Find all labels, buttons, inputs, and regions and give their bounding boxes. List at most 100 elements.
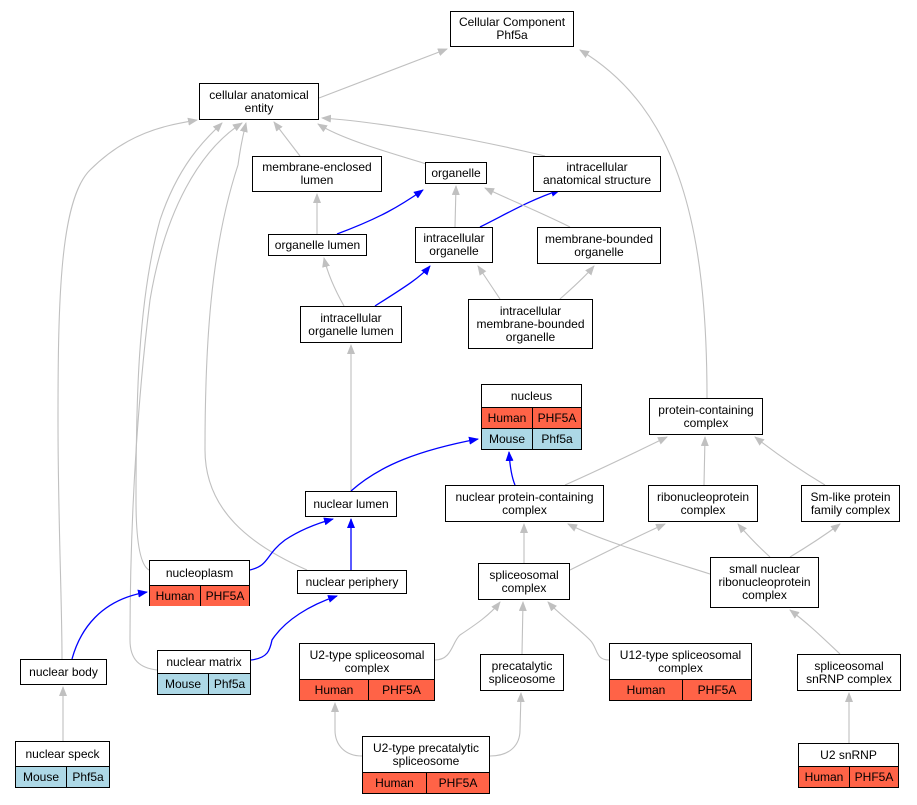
species-label: Human bbox=[375, 775, 414, 790]
species-label: Human bbox=[487, 410, 527, 425]
node-label: nucleus bbox=[510, 388, 553, 403]
node-label: U2 snRNP bbox=[820, 747, 877, 762]
node-intracellular-membrane-bounded-organelle: intracellular membrane-bounded organelle bbox=[468, 299, 593, 349]
node-label: U2-type spliceosomal complex bbox=[309, 647, 425, 675]
edge-is-a-spl-to-rnp bbox=[569, 523, 666, 571]
node-spliceosomal-complex: spliceosomal complex bbox=[478, 563, 570, 600]
species-label: Human bbox=[314, 682, 354, 697]
node-nuclear-matrix: nuclear matrix Mouse Phf5a bbox=[157, 650, 251, 695]
node-label: membrane-bounded organelle bbox=[544, 231, 654, 259]
node-organelle-lumen: organelle lumen bbox=[268, 234, 367, 256]
edge-is-a-imbo-to-mbo bbox=[559, 265, 595, 300]
edge-is-a-snrnp-to-rnp bbox=[737, 523, 771, 558]
gene-label: PHF5A bbox=[426, 773, 489, 793]
species-label: Mouse bbox=[164, 676, 202, 691]
node-nuclear-periphery: nuclear periphery bbox=[297, 570, 407, 594]
annotation-row-human: Human PHF5A bbox=[610, 679, 751, 700]
node-nuclear-lumen: nuclear lumen bbox=[305, 491, 397, 517]
node-ribonucleoprotein-complex: ribonucleoprotein complex bbox=[648, 485, 758, 522]
edge-is-a-smlike-to-pcc bbox=[754, 436, 826, 486]
annotation-row-human: Human PHF5A bbox=[482, 407, 581, 428]
edge-part-of-iol-to-io bbox=[374, 265, 431, 307]
edge-is-a-mel-to-cae bbox=[273, 121, 301, 157]
node-sm-like-protein-family-complex: Sm-like protein family complex bbox=[801, 485, 900, 522]
node-spliceosomal-snrnp-complex: spliceosomal snRNP complex bbox=[797, 654, 901, 691]
edge-is-a-nm-to-cae bbox=[129, 122, 243, 671]
edge-part-of-io-to-ias bbox=[479, 189, 561, 228]
annotation-row-human: Human PHF5A bbox=[363, 772, 489, 793]
edge-is-a-pcc-to-cc bbox=[579, 49, 708, 399]
gene-label: PHF5A bbox=[682, 680, 751, 700]
edge-is-a-imbo-to-io bbox=[477, 265, 501, 300]
annotation-row-human: Human PHF5A bbox=[799, 766, 898, 787]
edge-is-a-nucleoplasm-to-cae bbox=[135, 122, 223, 571]
node-nucleus: nucleus Human PHF5A Mouse Phf5a bbox=[481, 384, 582, 450]
edge-is-a-iol-to-orgl bbox=[322, 257, 345, 307]
node-label: organelle lumen bbox=[274, 237, 361, 252]
annotation-row-mouse: Mouse Phf5a bbox=[158, 673, 250, 694]
node-cellular-anatomical-entity: cellular anatomical entity bbox=[199, 83, 319, 120]
edge-is-a-u2type-to-spl bbox=[434, 601, 501, 661]
node-intracellular-organelle: intracellular organelle bbox=[415, 227, 493, 263]
edge-is-a-org-to-cae bbox=[317, 123, 431, 166]
node-label: U12-type spliceosomal complex bbox=[619, 647, 742, 675]
node-nuclear-protein-containing-complex: nuclear protein-containing complex bbox=[445, 485, 604, 522]
gene-label: PHF5A bbox=[200, 586, 249, 606]
node-label: intracellular anatomical structure bbox=[542, 160, 652, 187]
edge-is-a-precat-to-spl bbox=[518, 601, 527, 655]
node-u2-type-precatalytic-spliceosome: U2-type precatalytic spliceosome Human P… bbox=[362, 736, 490, 794]
edge-is-a-nb-to-cae bbox=[57, 117, 198, 660]
node-label: protein-containing complex bbox=[658, 402, 754, 430]
node-cellular-component: Cellular Component Phf5a bbox=[450, 11, 574, 47]
edge-is-a-ssnrnp-to-snrnp bbox=[789, 609, 841, 655]
node-nucleoplasm: nucleoplasm Human PHF5A bbox=[149, 560, 250, 606]
annotation-row-mouse: Mouse Phf5a bbox=[16, 766, 109, 787]
node-label: nuclear body bbox=[29, 664, 98, 679]
species-label: Human bbox=[804, 769, 844, 784]
annotation-row-mouse: Mouse Phf5a bbox=[482, 428, 581, 449]
node-label: small nuclear ribonucleoprotein complex bbox=[718, 562, 811, 602]
edge-is-a-snrnp-to-smlike bbox=[789, 523, 841, 558]
node-u12-type-spliceosomal-complex: U12-type spliceosomal complex Human PHF5… bbox=[609, 643, 752, 701]
node-label: nucleoplasm bbox=[165, 565, 234, 580]
node-u2-type-spliceosomal-complex: U2-type spliceosomal complex Human PHF5A bbox=[299, 643, 435, 701]
edge-part-of-nl-to-nucleus bbox=[350, 436, 479, 492]
node-label: nuclear periphery bbox=[305, 574, 399, 589]
gene-label: PHF5A bbox=[849, 767, 898, 787]
edge-part-of-nb-to-nucleoplasm bbox=[71, 589, 148, 660]
edge-is-a-rnp-to-pcc bbox=[700, 436, 709, 486]
node-label: nuclear speck bbox=[25, 746, 100, 761]
node-label: precatalytic spliceosome bbox=[488, 658, 556, 686]
edge-is-a-u2precat-to-precat bbox=[489, 692, 525, 757]
node-label: organelle bbox=[431, 165, 481, 180]
node-label: Cellular Component Phf5a bbox=[458, 15, 566, 42]
node-precatalytic-spliceosome: precatalytic spliceosome bbox=[480, 654, 564, 691]
gene-label: Phf5a bbox=[208, 674, 250, 694]
edge-is-a-cae-to-cc bbox=[318, 48, 448, 99]
edge-is-a-snrnp-to-npcc bbox=[567, 523, 711, 575]
node-label: intracellular membrane-bounded organelle bbox=[476, 303, 585, 344]
edge-is-a-ias-to-cae bbox=[321, 114, 546, 157]
node-label: spliceosomal snRNP complex bbox=[806, 658, 892, 686]
edge-is-a-u12-to-spl bbox=[547, 601, 610, 661]
node-u2-snrnp: U2 snRNP Human PHF5A bbox=[798, 743, 899, 788]
edge-is-a-npcc-to-pcc bbox=[564, 436, 668, 486]
node-nuclear-body: nuclear body bbox=[20, 659, 107, 685]
edge-is-a-np-to-cae bbox=[204, 122, 308, 571]
edge-part-of-npcc-to-nucleus bbox=[505, 451, 516, 486]
node-small-nuclear-ribonucleoprotein-complex: small nuclear ribonucleoprotein complex bbox=[710, 557, 819, 608]
gene-label: PHF5A bbox=[532, 408, 581, 428]
node-label: spliceosomal complex bbox=[489, 567, 559, 595]
node-label: nuclear protein-containing complex bbox=[455, 489, 594, 517]
node-membrane-enclosed-lumen: membrane-enclosed lumen bbox=[252, 156, 382, 192]
node-label: ribonucleoprotein complex bbox=[656, 489, 750, 517]
species-label: Human bbox=[626, 682, 666, 697]
edge-is-a-io-to-org bbox=[451, 185, 460, 228]
node-label: U2-type precatalytic spliceosome bbox=[372, 740, 480, 768]
node-label: nuclear matrix bbox=[166, 654, 242, 669]
node-label: Sm-like protein family complex bbox=[810, 489, 891, 517]
edge-part-of-nm-to-np bbox=[250, 595, 338, 661]
species-label: Human bbox=[155, 588, 195, 603]
